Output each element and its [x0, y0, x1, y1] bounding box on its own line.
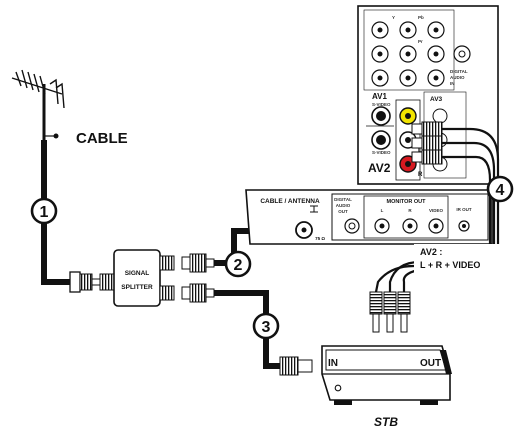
f-connector-out-top	[181, 253, 215, 273]
f-connector-input	[69, 271, 115, 293]
av2-callout-text-2: L + R + VIDEO	[420, 260, 480, 270]
y-label: Y	[392, 15, 395, 20]
svideo-top-label: S-VIDEO	[372, 102, 391, 107]
step-1-text: 1	[40, 204, 49, 221]
tv-side-panel: Y Pb Pr DIGITAL AUDIO IN AV1 S-VIDEO S-V…	[357, 5, 499, 185]
stb-label: STB	[374, 415, 398, 429]
av1-label: AV1	[372, 92, 388, 101]
cable-1	[41, 140, 72, 285]
stb-in-label: IN	[328, 358, 338, 369]
av3-label: AV3	[430, 96, 443, 103]
av2-label: AV2	[368, 161, 391, 175]
antenna-icon	[11, 69, 65, 140]
splitter-label-2: SPLITTER	[121, 284, 153, 291]
step-2-badge: 2	[224, 250, 252, 278]
digital-audio-out-label-1: DIGITAL	[334, 197, 352, 202]
monitor-l-label: L	[381, 208, 384, 213]
svideo-bottom-label: S-VIDEO	[372, 150, 391, 155]
cable-label: CABLE	[44, 130, 128, 147]
step-4-badge: 4	[486, 175, 514, 203]
digital-audio-in-label-2: AUDIO	[450, 75, 465, 80]
ohms-label: 75 Ω	[315, 236, 325, 241]
av2-callout-text-1: AV2 :	[420, 247, 442, 257]
l-label: L	[418, 148, 422, 154]
f-connector-stb	[279, 356, 313, 376]
rca-plugs-stb	[369, 291, 411, 333]
rca-plugs-tv	[411, 121, 443, 165]
f-connector-out-bottom	[181, 283, 215, 303]
step-4-text: 4	[496, 182, 505, 199]
pb-label: Pb	[418, 15, 424, 20]
monitor-r-label: R	[408, 208, 412, 213]
step-2-text: 2	[234, 257, 243, 274]
pr-label: Pr	[418, 39, 423, 44]
digital-audio-out-label-3: OUT	[338, 209, 348, 214]
signal-splitter: SIGNAL SPLITTER	[113, 249, 175, 307]
digital-audio-in-label-1: DIGITAL	[450, 69, 468, 74]
monitor-video-label: VIDEO	[429, 208, 444, 213]
av2-callout: AV2 : L + R + VIDEO	[414, 244, 506, 274]
ir-out-label: IR OUT	[456, 207, 472, 212]
step-3-badge: 3	[252, 312, 280, 340]
step-3-text: 3	[262, 319, 271, 336]
step-1-badge: 1	[30, 197, 58, 225]
cable-2	[214, 228, 256, 266]
cable-antenna-label: CABLE / ANTENNA	[260, 198, 320, 205]
cable-text: CABLE	[76, 130, 128, 147]
stb-box: IN OUT	[321, 345, 452, 405]
splitter-label-1: SIGNAL	[125, 270, 150, 277]
digital-audio-out-label-2: AUDIO	[336, 203, 351, 208]
tv-bottom-panel: CABLE / ANTENNA 75 Ω DIGITAL AUDIO OUT M…	[245, 189, 493, 245]
stb-out-label: OUT	[420, 358, 441, 369]
r-label: R	[418, 172, 423, 178]
digital-audio-in-label-3: IN	[450, 81, 455, 86]
monitor-out-label: MONITOR OUT	[386, 199, 426, 205]
